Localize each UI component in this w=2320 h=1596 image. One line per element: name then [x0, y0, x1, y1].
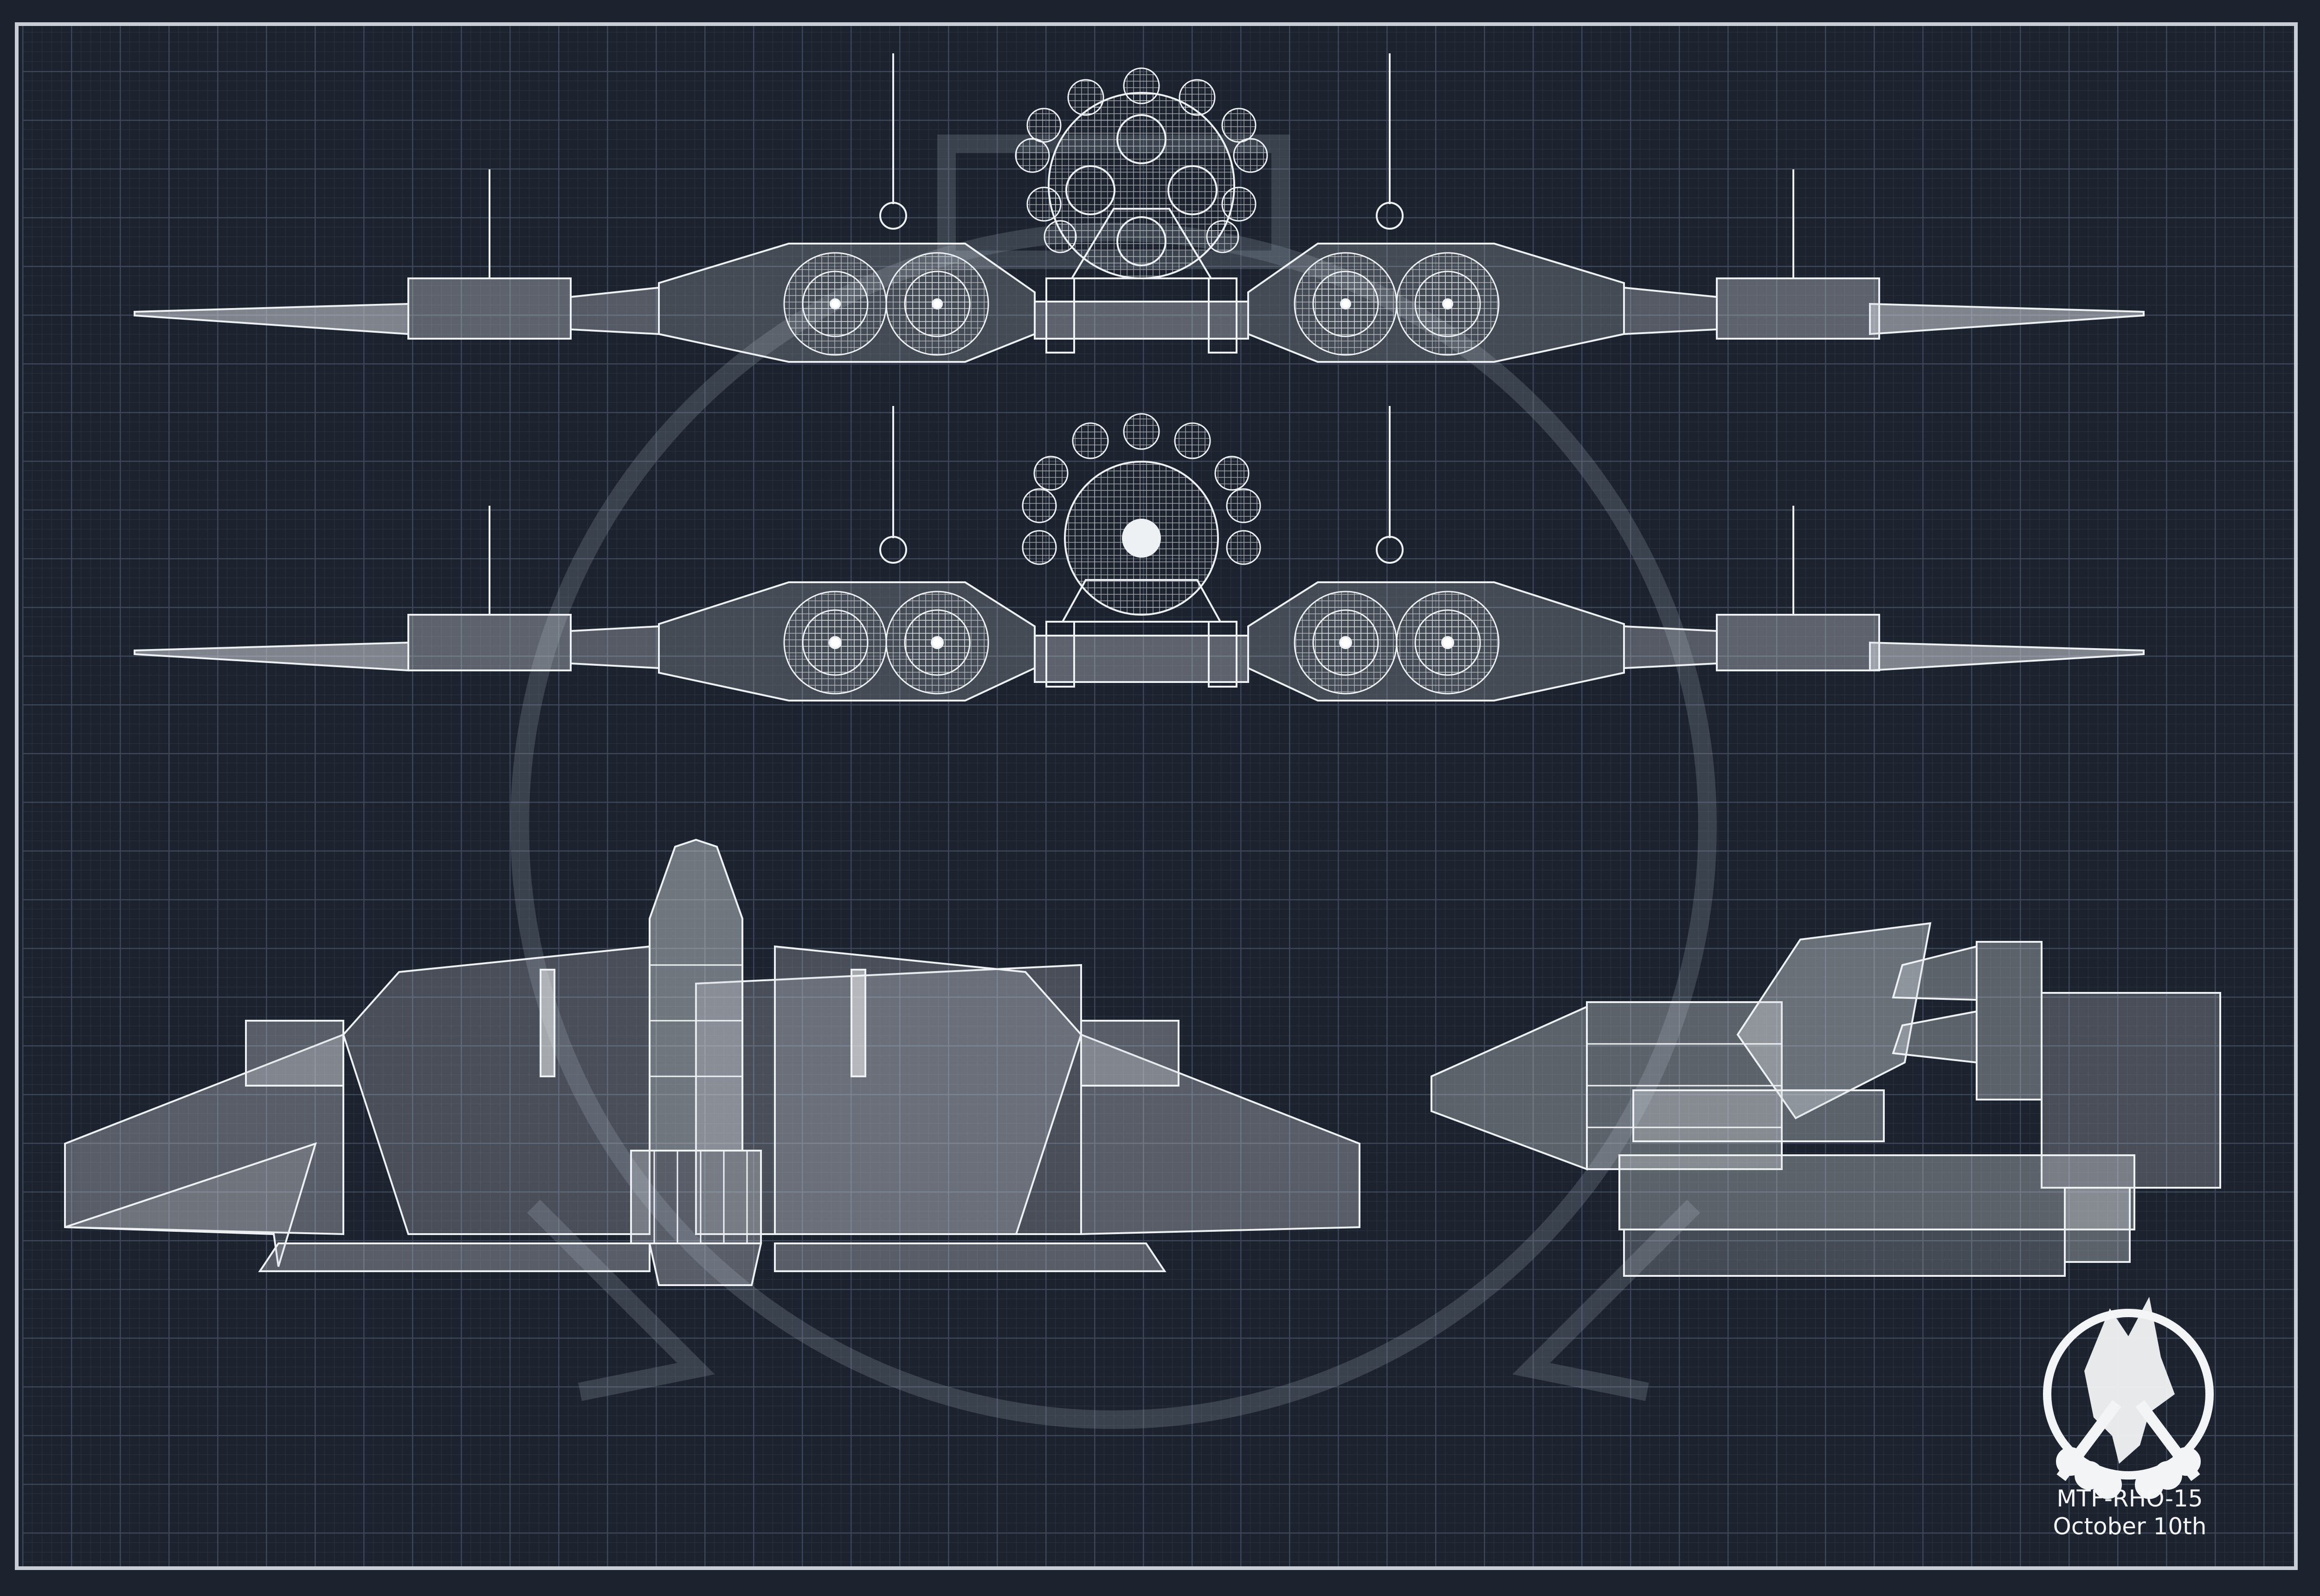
- designation-label: MTF-RHO-15: [2056, 1485, 2203, 1512]
- frame-border: [15, 22, 2298, 1570]
- wolf-emblem-icon: [2043, 1297, 2214, 1499]
- side-view: [1431, 922, 2221, 1277]
- date-label: October 10th: [2053, 1513, 2207, 1540]
- rear-view-upper: [134, 53, 2145, 363]
- front-view-lower: [134, 406, 2145, 701]
- top-view: [64, 838, 1360, 1286]
- grid: [22, 22, 2298, 1570]
